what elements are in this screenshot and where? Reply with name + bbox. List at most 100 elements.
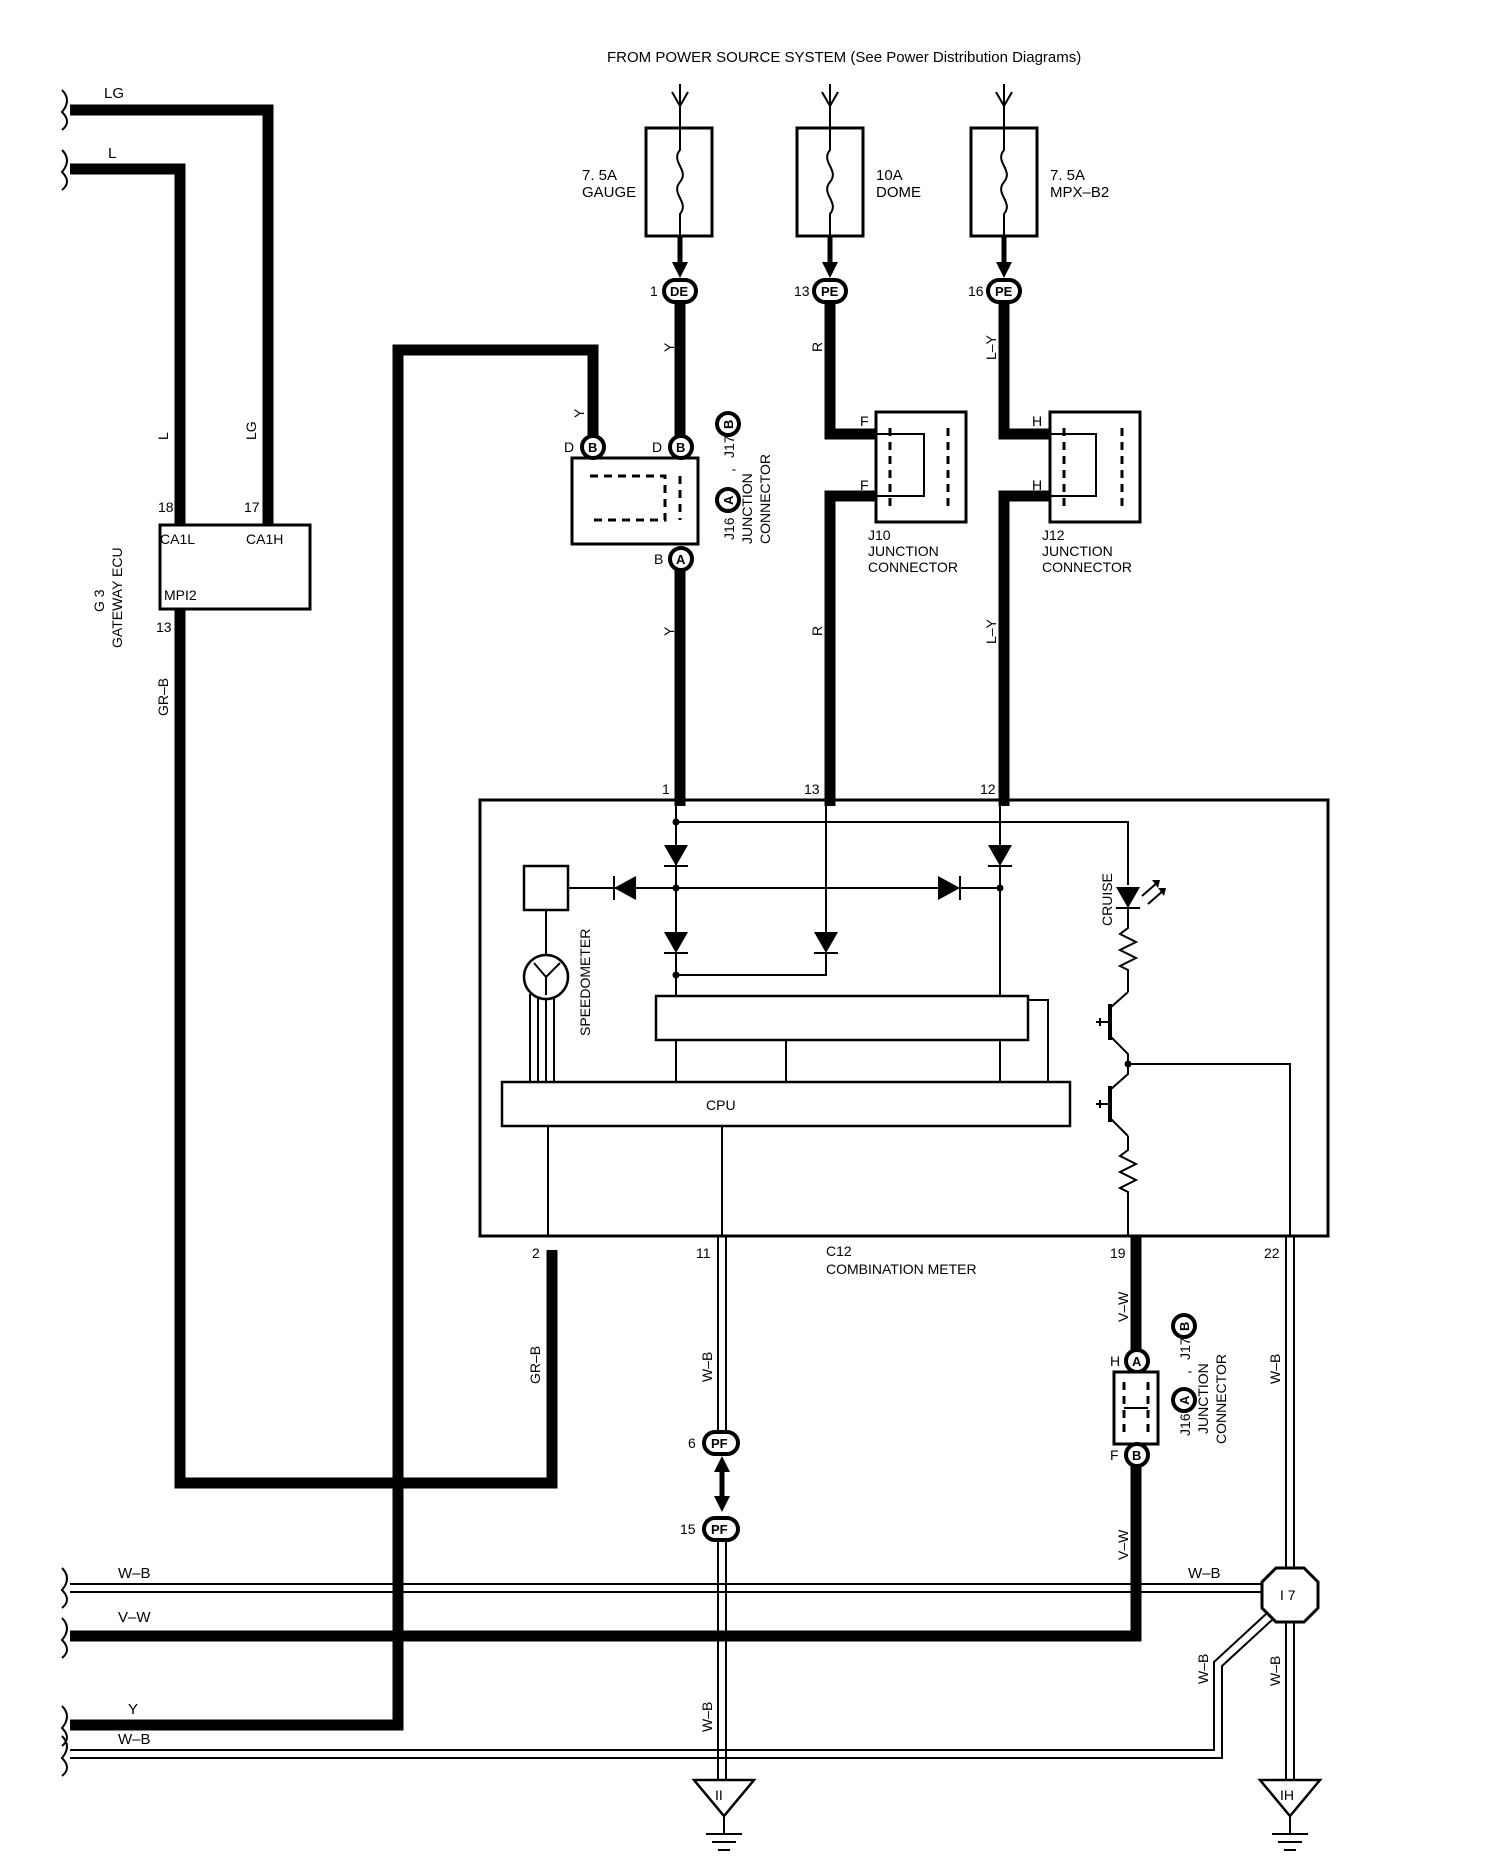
- junction-connector-j16-bottom: H A F B J17 B , J16 A JUNCTION CONNECTOR: [1110, 1313, 1229, 1468]
- svg-text:W–B: W–B: [699, 1702, 715, 1732]
- svg-text:12: 12: [980, 781, 996, 797]
- fuse-mpx: 7. 5A MPX–B2: [969, 84, 1109, 238]
- svg-text:COMBINATION METER: COMBINATION METER: [826, 1261, 977, 1277]
- svg-text:II: II: [715, 1787, 723, 1803]
- svg-text:W–B: W–B: [118, 1565, 151, 1582]
- svg-text:SPEEDOMETER: SPEEDOMETER: [577, 929, 593, 1036]
- svg-text:JUNCTION: JUNCTION: [1042, 543, 1113, 559]
- left-wire-wb-bottom: W–B: [60, 1731, 151, 1777]
- svg-text:B: B: [1177, 1322, 1192, 1331]
- svg-text:V–W: V–W: [1115, 1291, 1131, 1322]
- junction-connector-j16-top: Y D B D B B A Y Y J17 B , J16 A JUNCTION…: [564, 342, 773, 636]
- svg-text:CONNECTOR: CONNECTOR: [1213, 1354, 1229, 1444]
- svg-text:JUNCTION: JUNCTION: [739, 473, 755, 544]
- connector-pf-6: 6 PF: [688, 1430, 740, 1456]
- svg-text:W–B: W–B: [1188, 1565, 1221, 1582]
- svg-text:13: 13: [794, 283, 810, 299]
- svg-text:B: B: [588, 440, 597, 455]
- svg-text:CONNECTOR: CONNECTOR: [757, 454, 773, 544]
- ground-ih: IH: [1257, 1778, 1323, 1851]
- svg-text:R: R: [809, 342, 825, 352]
- svg-text:L: L: [108, 145, 116, 162]
- svg-text:W–B: W–B: [699, 1352, 715, 1382]
- svg-text:CA1H: CA1H: [246, 531, 283, 547]
- svg-text:CPU: CPU: [706, 1097, 736, 1113]
- svg-text:Y: Y: [661, 626, 677, 636]
- connector-de-1: 1 DE: [650, 278, 698, 304]
- svg-text:H: H: [1032, 413, 1042, 429]
- fuse-gauge-amp: 7. 5A: [582, 167, 617, 184]
- svg-text:H: H: [1032, 477, 1042, 493]
- svg-text:DE: DE: [670, 284, 688, 299]
- fuse-gauge: 7. 5A GAUGE: [582, 84, 714, 238]
- connector-pe-13: 13 PE: [794, 278, 848, 304]
- svg-text:F: F: [860, 413, 869, 429]
- left-wire-vw: V–W: [60, 1609, 151, 1659]
- svg-text:G 3: G 3: [91, 589, 107, 612]
- svg-text:CONNECTOR: CONNECTOR: [868, 559, 958, 575]
- combination-meter: 1 13 12: [478, 781, 1330, 1277]
- svg-text:B: B: [721, 420, 736, 429]
- svg-text:19: 19: [1110, 1245, 1126, 1261]
- svg-text:W–B: W–B: [118, 1731, 151, 1748]
- svg-text:A: A: [676, 552, 686, 567]
- svg-text:C12: C12: [826, 1243, 852, 1259]
- svg-text:W–B: W–B: [1195, 1654, 1211, 1684]
- svg-text:B: B: [654, 551, 663, 567]
- svg-text:22: 22: [1264, 1245, 1280, 1261]
- junction-connector-j12: H H J12 JUNCTION CONNECTOR L–Y L–Y: [983, 302, 1142, 806]
- svg-text:A: A: [1177, 1395, 1192, 1405]
- left-wire-wb-top: W–B: [60, 1565, 151, 1609]
- connector-pf-15: 15 PF: [680, 1516, 740, 1542]
- left-wire-l: L: [60, 145, 186, 526]
- svg-text:W–B: W–B: [1267, 1656, 1283, 1686]
- svg-text:1: 1: [662, 781, 670, 797]
- svg-text:LG: LG: [104, 85, 124, 102]
- svg-text:R: R: [809, 626, 825, 636]
- svg-text:I 7: I 7: [1280, 1587, 1296, 1603]
- svg-text:IH: IH: [1280, 1787, 1294, 1803]
- svg-text:J17: J17: [721, 435, 737, 458]
- fuse-dome-name: DOME: [876, 184, 921, 201]
- fuse-dome: 10A DOME: [795, 84, 921, 238]
- svg-text:J12: J12: [1042, 527, 1065, 543]
- svg-text:GATEWAY ECU: GATEWAY ECU: [109, 547, 125, 648]
- svg-text:W–B: W–B: [1267, 1354, 1283, 1384]
- svg-text:Y: Y: [571, 408, 587, 418]
- svg-text:L–Y: L–Y: [983, 334, 999, 360]
- svg-text:F: F: [860, 477, 869, 493]
- ground-ii: II: [691, 1778, 757, 1851]
- svg-text:13: 13: [804, 781, 820, 797]
- fuse-dome-amp: 10A: [876, 167, 903, 184]
- svg-text:,: ,: [1177, 1370, 1193, 1374]
- fuse-gauge-name: GAUGE: [582, 184, 636, 201]
- svg-text:Y: Y: [128, 1701, 138, 1718]
- power-source-header: FROM POWER SOURCE SYSTEM (See Power Dist…: [607, 49, 1081, 66]
- svg-text:A: A: [1132, 1354, 1142, 1369]
- svg-text:J16: J16: [1177, 1413, 1193, 1436]
- svg-text:D: D: [564, 439, 574, 455]
- svg-text:JUNCTION: JUNCTION: [868, 543, 939, 559]
- svg-text:B: B: [1132, 1448, 1141, 1463]
- svg-text:18: 18: [158, 499, 174, 515]
- svg-text:L: L: [155, 432, 171, 440]
- left-wire-lg: LG: [60, 85, 274, 526]
- svg-text:1: 1: [650, 283, 658, 299]
- svg-text:MPI2: MPI2: [164, 587, 197, 603]
- svg-text:2: 2: [532, 1245, 540, 1261]
- svg-text:15: 15: [680, 1521, 696, 1537]
- svg-text:A: A: [721, 495, 736, 505]
- svg-text:,: ,: [721, 468, 737, 472]
- svg-text:V–W: V–W: [118, 1609, 151, 1626]
- splice-i7: I 7: [1260, 1566, 1320, 1624]
- fuse-mpx-name: MPX–B2: [1050, 184, 1109, 201]
- svg-text:CONNECTOR: CONNECTOR: [1042, 559, 1132, 575]
- svg-text:PE: PE: [821, 284, 839, 299]
- connector-pe-16: 16 PE: [968, 278, 1022, 304]
- svg-text:CA1L: CA1L: [160, 531, 195, 547]
- svg-text:GR–B: GR–B: [155, 678, 171, 716]
- svg-text:J16: J16: [721, 517, 737, 540]
- svg-text:PF: PF: [711, 1522, 728, 1537]
- svg-text:PF: PF: [711, 1436, 728, 1451]
